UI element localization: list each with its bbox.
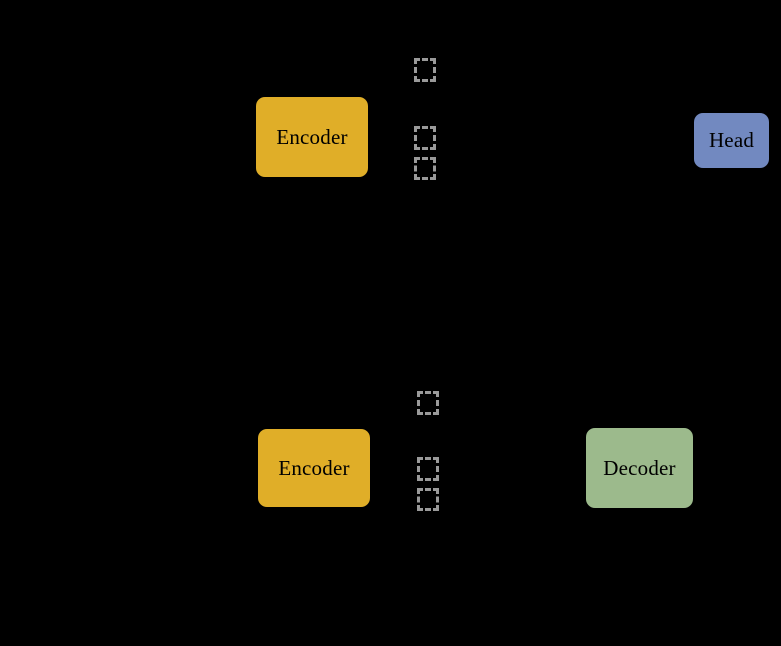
decoder-block[interactable]: Decoder	[586, 428, 693, 508]
encoder-block-bottom[interactable]: Encoder	[258, 429, 370, 507]
token-placeholder-bottom-2	[417, 457, 439, 481]
token-placeholder-bottom-3	[417, 488, 439, 511]
token-placeholder-top-1	[414, 58, 436, 82]
token-placeholder-top-3	[414, 157, 436, 180]
token-placeholder-top-2	[414, 126, 436, 150]
head-block[interactable]: Head	[694, 113, 769, 168]
encoder-block-top[interactable]: Encoder	[256, 97, 368, 177]
token-placeholder-bottom-1	[417, 391, 439, 415]
